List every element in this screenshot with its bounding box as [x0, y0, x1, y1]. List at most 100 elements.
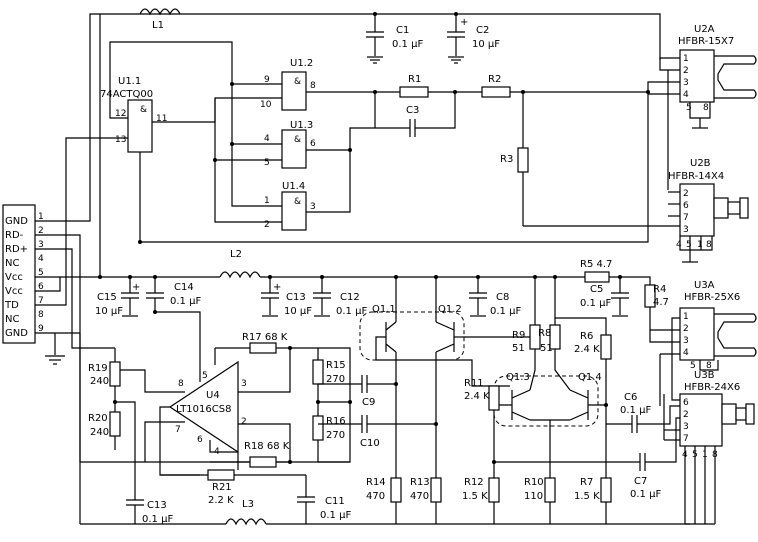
transistor-pair-q1-3-q1-4: Q1.3 Q1.4 — [493, 372, 602, 427]
svg-text:U1.4: U1.4 — [282, 181, 305, 192]
capacitor-c3: C3 — [375, 92, 456, 137]
svg-text:0.1 µF: 0.1 µF — [630, 489, 661, 500]
resistor-r8: R8 51 — [538, 324, 561, 354]
svg-text:13: 13 — [115, 135, 126, 145]
svg-text:10 µF: 10 µF — [95, 306, 123, 317]
svg-text:C11: C11 — [325, 496, 345, 507]
svg-text:R3: R3 — [500, 154, 513, 165]
svg-text:4: 4 — [683, 90, 689, 100]
svg-text:R12: R12 — [464, 477, 484, 488]
svg-text:C9: C9 — [362, 397, 375, 408]
svg-text:R4: R4 — [653, 284, 666, 295]
svg-text:2.4 K: 2.4 K — [464, 391, 490, 402]
svg-text:1: 1 — [683, 312, 689, 322]
svg-text:C13: C13 — [147, 500, 167, 511]
svg-text:10 µF: 10 µF — [284, 306, 312, 317]
svg-text:R6: R6 — [580, 331, 593, 342]
svg-text:U4: U4 — [206, 390, 220, 401]
resistor-r16: R16 270 — [312, 415, 346, 441]
svg-text:7: 7 — [175, 425, 181, 435]
comparator-u4: U4 LT1016CS8 5 8 3 2 7 6 4 — [168, 360, 247, 457]
svg-text:C10: C10 — [360, 438, 380, 449]
connector-pin-name: GND — [5, 216, 28, 227]
connector-pin-number: 3 — [38, 240, 44, 250]
svg-text:0.1 µF: 0.1 µF — [490, 306, 521, 317]
capacitor-c8: C8 0.1 µF — [469, 277, 521, 317]
svg-text:L1: L1 — [152, 20, 164, 31]
svg-text:3: 3 — [241, 379, 247, 389]
svg-text:R10: R10 — [524, 477, 544, 488]
capacitor-c5: C5 0.1 µF — [580, 277, 629, 315]
resistor-r6: R6 2.4 K — [574, 331, 612, 360]
svg-text:470: 470 — [410, 491, 429, 502]
optic-receiver-u3b: U3B HFBR-24X6 6 2 3 7 4 5 1 8 — [679, 370, 755, 460]
svg-text:HFBR-24X6: HFBR-24X6 — [684, 382, 740, 393]
svg-text:51: 51 — [512, 343, 525, 354]
capacitor-c12: C12 0.1 µF — [313, 277, 367, 317]
svg-text:+: + — [132, 282, 140, 293]
svg-text:HFBR-14X4: HFBR-14X4 — [668, 171, 724, 182]
svg-text:8: 8 — [178, 379, 184, 389]
svg-text:0.1 µF: 0.1 µF — [170, 296, 201, 307]
resistor-r17: R17 68 K — [215, 332, 290, 354]
transistor-pair-q1-1-q1-2: Q1.1 Q1.2 — [359, 304, 465, 361]
optic-transmitter-u2a: U2A HFBR-15X7 1 2 3 4 5 8 — [678, 24, 757, 113]
capacitor-c11: C11 0.1 µF — [297, 475, 351, 524]
svg-text:R19: R19 — [88, 363, 108, 374]
svg-text:7: 7 — [683, 434, 689, 444]
svg-text:R21: R21 — [212, 482, 232, 493]
svg-text:C7: C7 — [634, 476, 647, 487]
svg-text:C3: C3 — [406, 105, 419, 116]
svg-text:&: & — [294, 77, 301, 87]
svg-text:6: 6 — [683, 398, 689, 408]
resistor-r19: R19 240 — [88, 348, 121, 387]
connector-pin-number: 1 — [38, 212, 44, 222]
svg-text:8: 8 — [703, 103, 709, 113]
svg-text:0.1 µF: 0.1 µF — [142, 514, 173, 525]
capacitor-c13-top: + C13 10 µF — [261, 277, 312, 317]
svg-text:C1: C1 — [396, 25, 409, 36]
capacitor-c2: + C2 10 µF — [447, 14, 500, 56]
svg-text:110: 110 — [524, 491, 543, 502]
svg-text:R17 68 K: R17 68 K — [242, 332, 288, 343]
svg-text:7: 7 — [683, 213, 689, 223]
gate-u1-4: & U1.4 1 2 3 — [264, 181, 316, 231]
connector-pin-name: GND — [5, 328, 28, 339]
resistor-r9: R9 51 — [512, 324, 541, 354]
svg-text:10 µF: 10 µF — [472, 39, 500, 50]
svg-text:HFBR-25X6: HFBR-25X6 — [684, 292, 740, 303]
ground-icon — [448, 56, 464, 64]
resistor-r1: R1 — [375, 74, 455, 98]
resistor-r3: R3 — [500, 92, 529, 226]
svg-text:240: 240 — [90, 427, 109, 438]
svg-text:4: 4 — [264, 134, 270, 144]
svg-text:Q1.2: Q1.2 — [438, 304, 462, 315]
resistor-r12: R12 1.5 K — [462, 477, 500, 503]
svg-text:6: 6 — [683, 201, 689, 211]
svg-text:270: 270 — [326, 430, 345, 441]
connector-pin-name: Vcc — [5, 272, 23, 283]
connector-body — [2, 204, 36, 344]
svg-text:5: 5 — [686, 240, 692, 250]
ground-icon — [367, 56, 383, 64]
connector-pin-number: 6 — [38, 282, 44, 292]
svg-text:1: 1 — [264, 196, 270, 206]
svg-text:6: 6 — [310, 139, 316, 149]
svg-text:3: 3 — [683, 336, 689, 346]
svg-text:&: & — [294, 197, 301, 207]
connector: GND RD- RD+ NC Vcc Vcc TD NC GND 1 2 3 4… — [2, 204, 44, 344]
resistor-r2: R2 — [455, 74, 648, 98]
resistor-r7: R7 1.5 K — [574, 477, 612, 503]
optic-transmitter-u2b: U2B HFBR-14X4 2 6 7 3 4 5 1 8 — [668, 158, 749, 250]
svg-text:C15: C15 — [97, 292, 117, 303]
svg-text:R2: R2 — [488, 74, 501, 85]
resistor-r4: R4 4.7 — [644, 284, 669, 308]
optic-receiver-u3a: U3A HFBR-25X6 1 2 3 4 5 8 — [679, 280, 757, 371]
connector-pin-name: NC — [5, 258, 19, 269]
svg-text:0.1 µF: 0.1 µF — [620, 405, 651, 416]
svg-text:L3: L3 — [242, 499, 254, 510]
capacitor-c15: + C15 10 µF — [95, 277, 140, 317]
resistor-r20: R20 240 — [88, 411, 121, 438]
